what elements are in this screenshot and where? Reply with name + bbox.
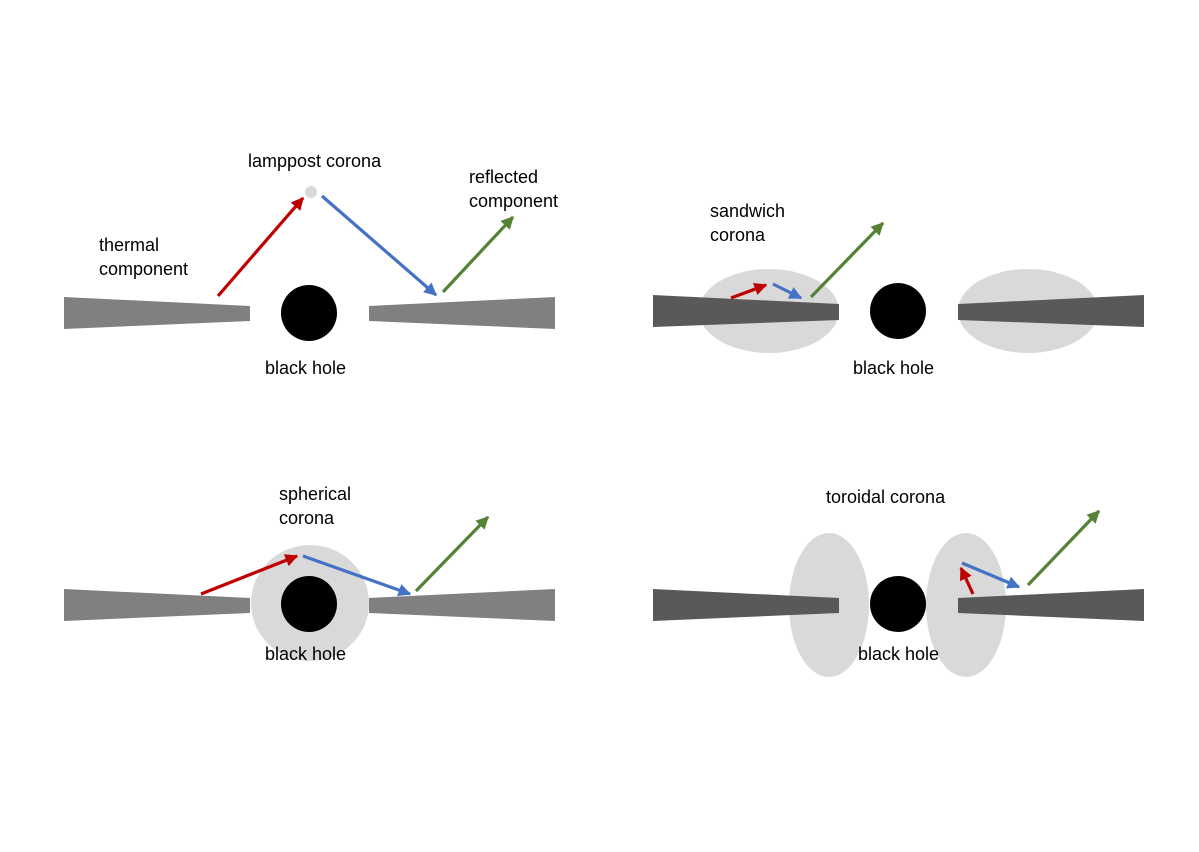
black-hole-label: black hole — [265, 644, 346, 664]
reflected-component-arrow — [414, 515, 490, 593]
sandwich-corona-label-line2: corona — [710, 225, 766, 245]
lamppost-corona-source — [305, 186, 317, 198]
black-hole-label: black hole — [853, 358, 934, 378]
thermal-component-arrow — [959, 566, 975, 595]
thermal-component-label-line2: component — [99, 259, 188, 279]
reflected-component-label-line1: reflected — [469, 167, 538, 187]
spherical-corona-label-line2: corona — [279, 508, 335, 528]
accretion-disk-left — [64, 589, 250, 621]
black-hole — [870, 283, 926, 339]
sandwich-corona-label-line1: sandwich — [710, 201, 785, 221]
black-hole-label: black hole — [858, 644, 939, 664]
corona-emission-arrow — [961, 561, 1021, 589]
accretion-disk-right — [369, 589, 555, 621]
black-hole — [281, 576, 337, 632]
thermal-component-arrow — [730, 283, 768, 300]
corona-emission-arrow — [772, 282, 803, 300]
thermal-component-arrow — [216, 196, 305, 298]
accretion-disk-left — [64, 297, 250, 329]
black-hole — [281, 285, 337, 341]
corona-emission-arrow — [320, 194, 438, 297]
panel-sandwich: sandwich corona black hole — [653, 201, 1144, 378]
reflected-component-label-line2: component — [469, 191, 558, 211]
accretion-disk-left — [653, 295, 839, 327]
spherical-corona-label-line1: spherical — [279, 484, 351, 504]
accretion-disk-right — [958, 295, 1144, 327]
accretion-disk-right — [369, 297, 555, 329]
black-hole — [870, 576, 926, 632]
panel-spherical: spherical corona black hole — [64, 484, 555, 664]
lamppost-corona-label: lamppost corona — [248, 151, 382, 171]
reflected-component-arrow — [1026, 509, 1101, 587]
thermal-component-arrow — [200, 554, 299, 596]
thermal-component-label-line1: thermal — [99, 235, 159, 255]
panel-lamppost: lamppost corona thermal component reflec… — [64, 151, 558, 378]
accretion-disk-left — [653, 589, 839, 621]
reflected-component-arrow — [441, 215, 515, 294]
panel-toroidal: toroidal corona black hole — [653, 487, 1144, 677]
corona-emission-arrow — [302, 554, 412, 597]
black-hole-label: black hole — [265, 358, 346, 378]
accretion-disk-right — [958, 589, 1144, 621]
reflected-component-arrow — [809, 221, 885, 299]
toroidal-corona-label: toroidal corona — [826, 487, 946, 507]
